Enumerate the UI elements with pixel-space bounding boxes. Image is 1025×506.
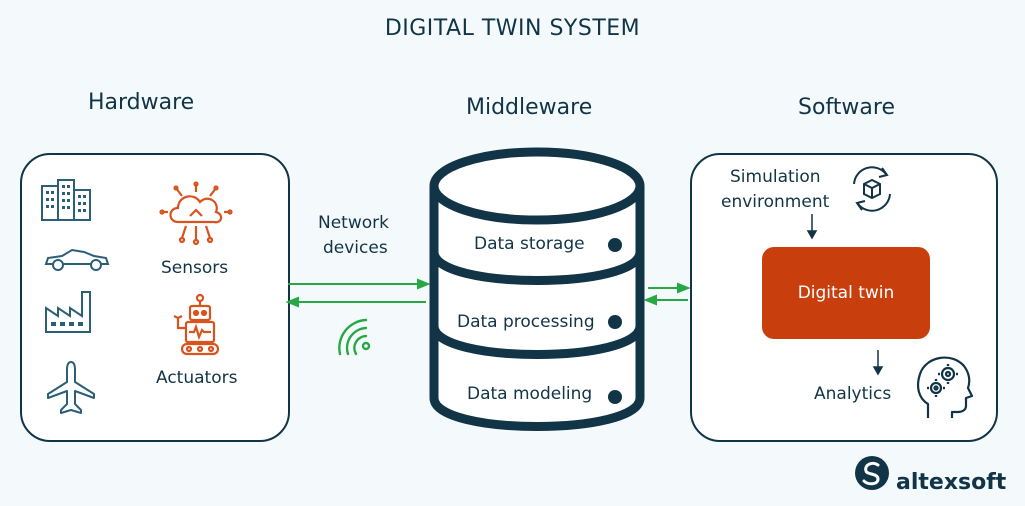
head-gears-icon <box>917 356 974 418</box>
layer-data-modeling: Data modeling <box>467 384 593 404</box>
layer-dot-storage <box>608 238 622 252</box>
buildings-icon <box>41 179 91 221</box>
robot-icon <box>173 293 220 356</box>
layer-dot-processing <box>608 315 622 329</box>
layer-dot-modeling <box>608 390 622 404</box>
network-label-line2: devices <box>323 238 388 258</box>
database-cylinder <box>429 147 645 431</box>
factory-icon <box>45 291 91 333</box>
altexsoft-logo-text: altexsoft <box>896 470 1007 495</box>
actuators-label: Actuators <box>156 368 238 388</box>
cloud-sensor-icon <box>159 181 233 246</box>
arrow-sim-to-twin <box>806 214 818 240</box>
simulation-label-line2: environment <box>721 192 830 212</box>
simulation-cycle-icon <box>853 166 891 212</box>
analytics-label: Analytics <box>814 384 892 404</box>
digital-twin-box: Digital twin <box>762 247 930 339</box>
digital-twin-label: Digital twin <box>797 283 895 303</box>
altexsoft-logo-icon <box>855 456 889 490</box>
network-label-line1: Network <box>318 213 389 233</box>
layer-data-processing: Data processing <box>457 312 595 332</box>
middleware-software-arrows <box>643 282 691 306</box>
software-heading: Software <box>798 95 895 120</box>
middleware-heading: Middleware <box>466 95 593 120</box>
wireless-signal-icon <box>338 318 371 356</box>
arrow-twin-to-analytics <box>872 350 884 376</box>
simulation-label-line1: Simulation <box>730 167 821 187</box>
airplane-icon <box>47 361 95 414</box>
car-icon <box>44 248 110 271</box>
layer-data-storage: Data storage <box>474 234 585 254</box>
hardware-middleware-arrows <box>285 278 431 308</box>
sensors-label: Sensors <box>161 258 229 278</box>
diagram-title: DIGITAL TWIN SYSTEM <box>384 16 641 41</box>
hardware-heading: Hardware <box>88 90 195 115</box>
